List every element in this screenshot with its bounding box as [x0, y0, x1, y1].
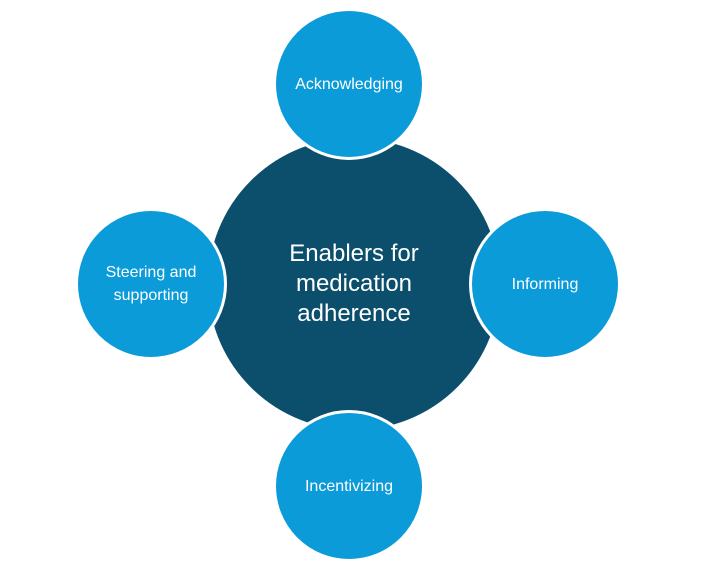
node-label-steering-and-supporting: Steering and supporting: [105, 264, 197, 304]
node-informing: Informing: [469, 208, 621, 360]
node-label-acknowledging: Acknowledging: [295, 75, 403, 93]
node-acknowledging: Acknowledging: [273, 8, 425, 160]
center-label: Enablers for medication adherence: [289, 240, 419, 327]
node-steering-and-supporting: Steering and supporting: [75, 208, 227, 360]
node-label-informing: Informing: [511, 275, 579, 293]
node-incentivizing: Incentivizing: [273, 410, 425, 562]
center-circle: Enablers for medication adherence: [205, 135, 503, 433]
node-label-incentivizing: Incentivizing: [304, 477, 394, 495]
